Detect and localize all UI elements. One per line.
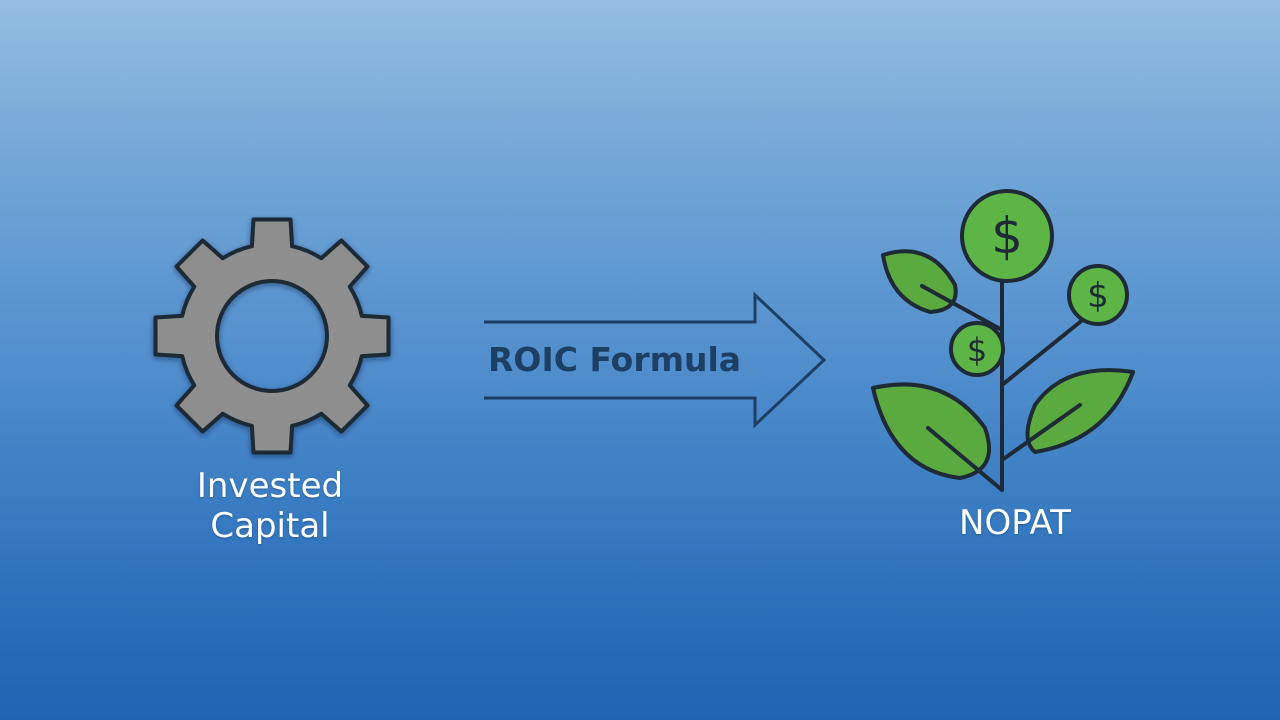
- upper-left-leaf: [881, 249, 958, 314]
- stem-upper-left: [920, 284, 1004, 332]
- invested-capital-line-2: Capital: [210, 506, 330, 546]
- lower-right-leaf: [1025, 368, 1135, 454]
- nopat-label: NOPAT: [959, 503, 1071, 543]
- gear-icon: [153, 217, 391, 455]
- invested-capital-line-1: Invested: [196, 466, 344, 506]
- invested-capital-label: Invested Capital: [150, 466, 390, 546]
- coin-right: [1067, 264, 1129, 326]
- coin-small-symbol: $: [967, 331, 987, 369]
- coin-large: [960, 189, 1054, 283]
- money-plant-icon: [871, 189, 1135, 492]
- coin-right-symbol: $: [1087, 276, 1109, 316]
- stem-lower-left: [926, 426, 1004, 492]
- roic-formula-label: ROIC Formula: [488, 340, 742, 379]
- stem-lower-right: [1000, 403, 1082, 462]
- stem-upper-right: [1000, 316, 1087, 387]
- coin-small: [949, 321, 1005, 377]
- coin-large-symbol: $: [991, 207, 1023, 265]
- arrow-right-icon: [484, 291, 827, 429]
